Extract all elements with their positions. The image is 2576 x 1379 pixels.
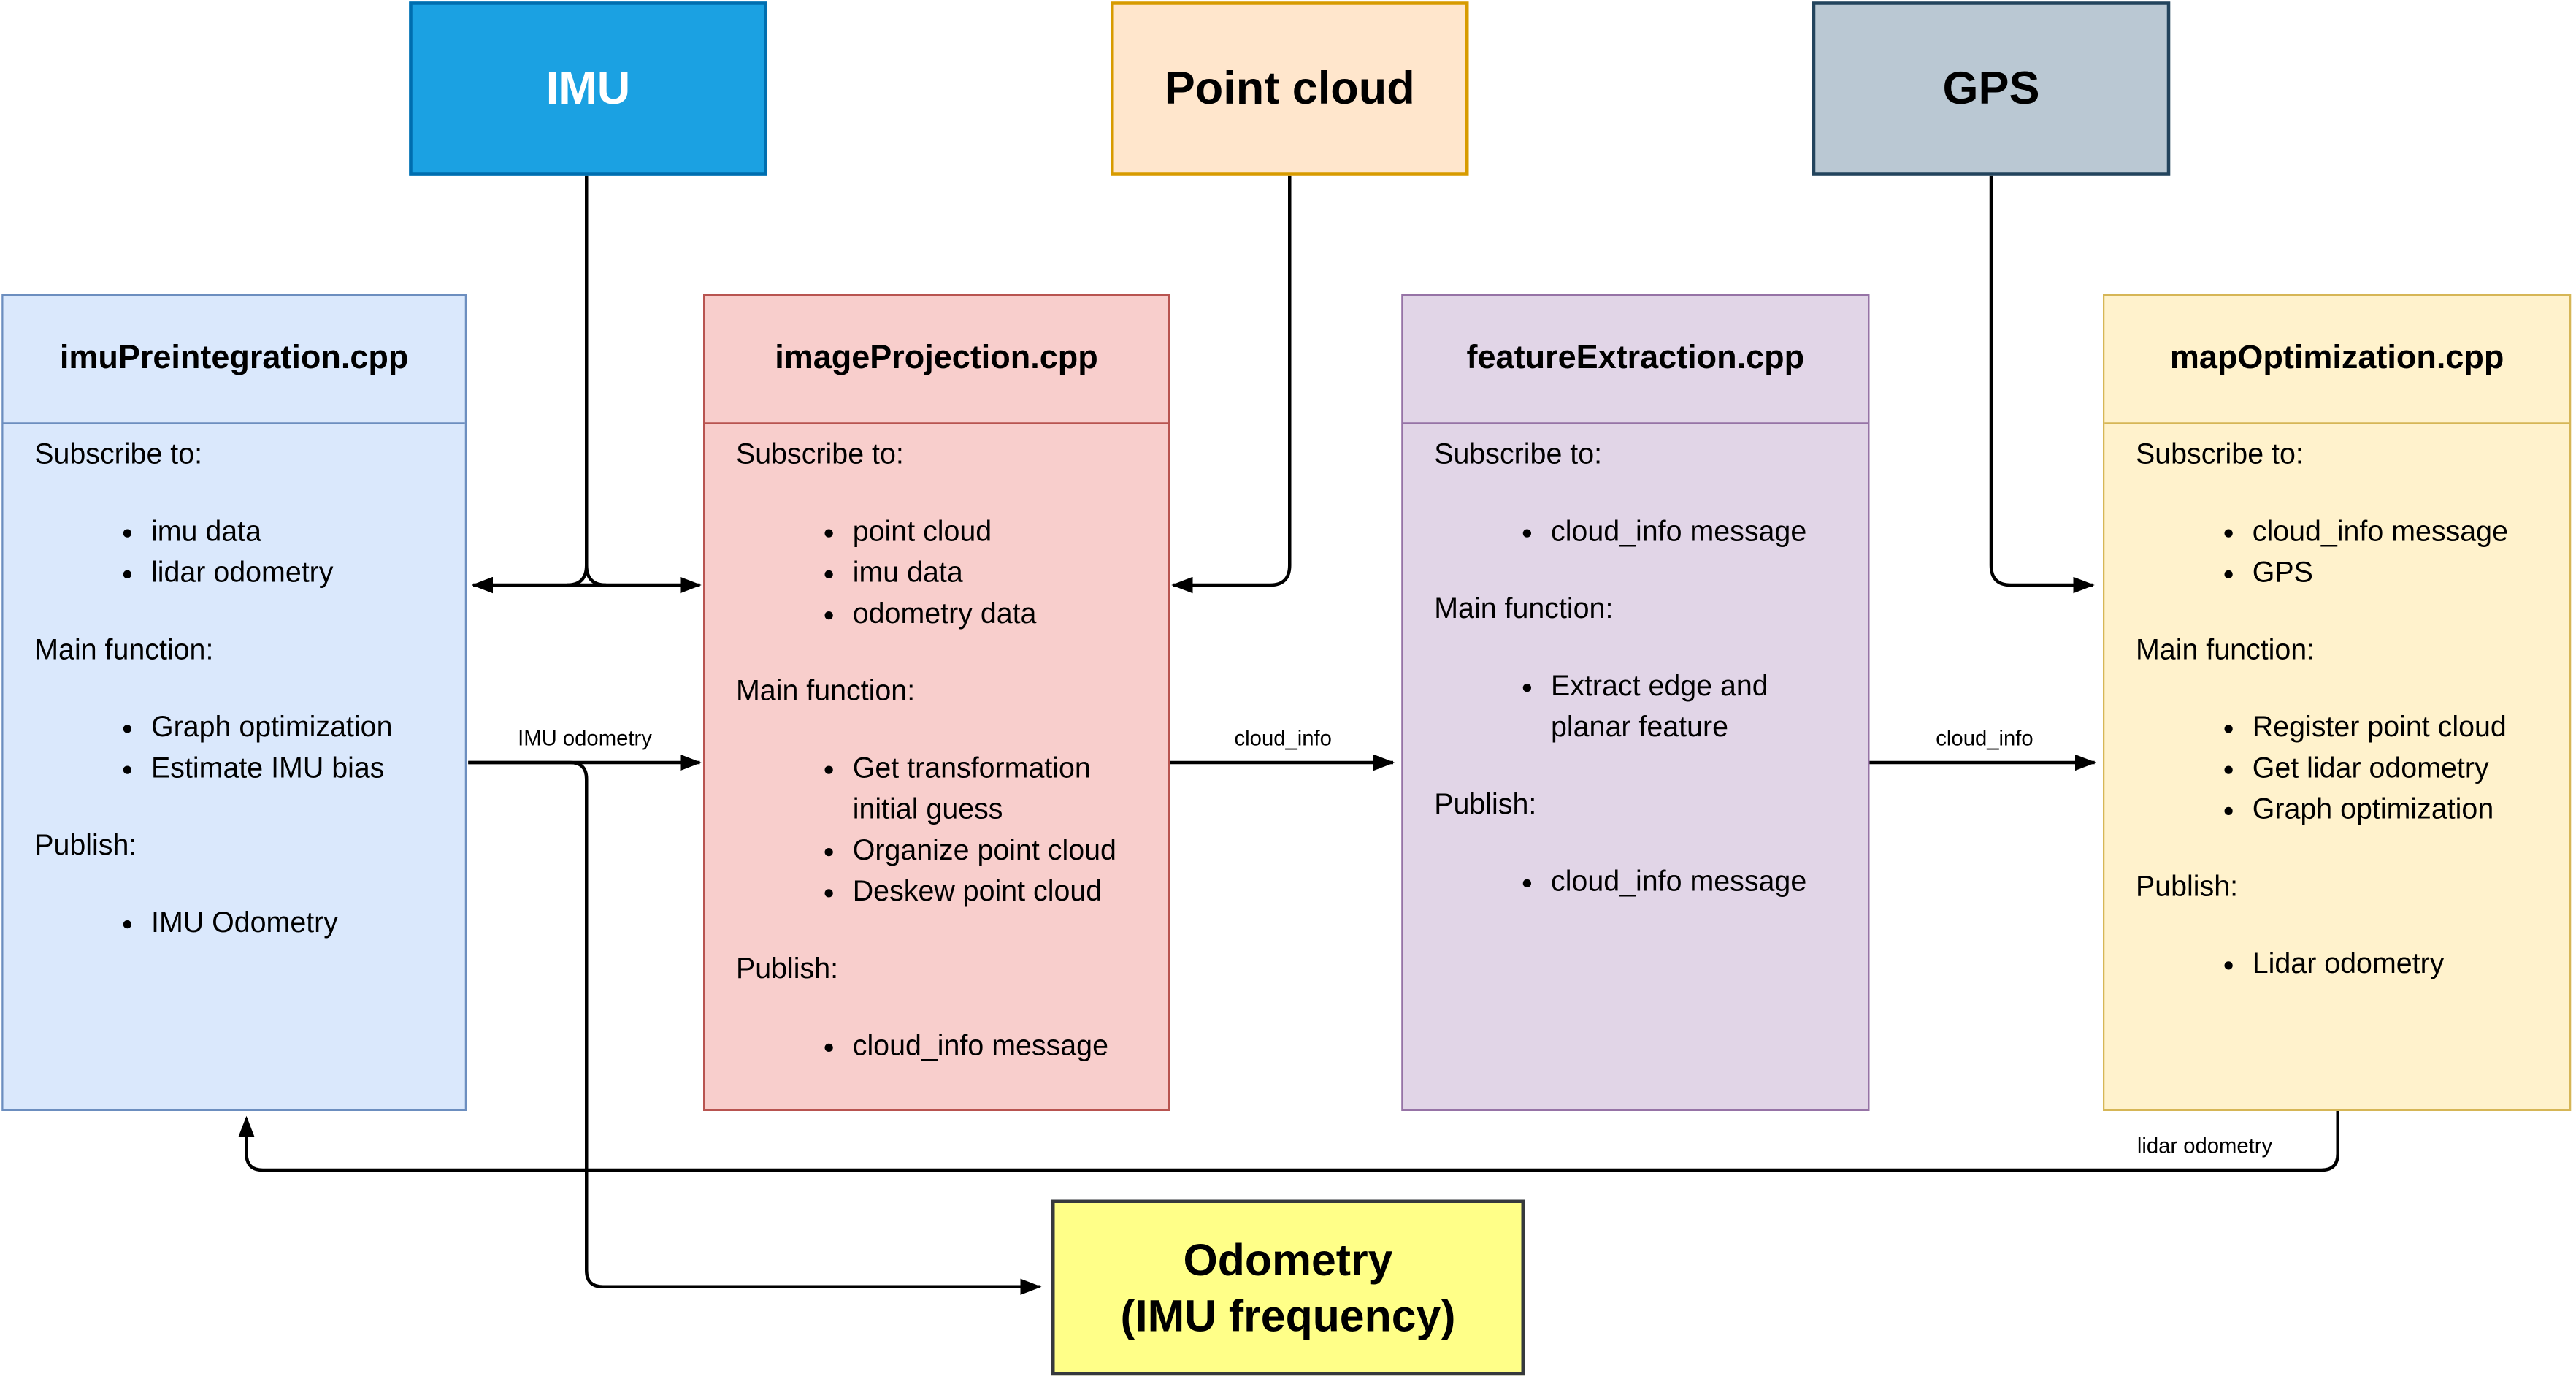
list-item: Get transformation initial guess: [853, 748, 1146, 830]
list-item: IMU Odometry: [151, 902, 442, 943]
section-list: imu data lidar odometry: [34, 511, 442, 594]
edge-label-lidar-odometry: lidar odometry: [2132, 1133, 2277, 1158]
module-body: Subscribe to: cloud_info message GPS Mai…: [2104, 424, 2569, 1021]
edge-gps-to-mapoptimization: [1989, 175, 2095, 594]
node-point-cloud: Point cloud: [1111, 1, 1469, 176]
section-list: cloud_info message: [736, 1025, 1145, 1066]
module-title: imageProjection.cpp: [705, 296, 1168, 424]
list-item: odometry data: [853, 593, 1146, 634]
section-list: Extract edge and planar feature: [1434, 665, 1845, 748]
section-list: Lidar odometry: [2136, 944, 2547, 985]
section-list: Get transformation initial guess Organiz…: [736, 748, 1145, 912]
edge-lidar-odometry-feedback: [238, 1111, 2339, 1172]
list-item: lidar odometry: [151, 552, 442, 593]
module-imageprojection: imageProjection.cpp Subscribe to: point …: [703, 294, 1170, 1111]
edge-label-cloud-info-2: cloud_info: [1931, 725, 2039, 751]
module-mapoptimization: mapOptimization.cpp Subscribe to: cloud_…: [2103, 294, 2572, 1111]
section-label: Publish:: [736, 951, 839, 985]
node-imu-label: IMU: [545, 62, 631, 114]
section-label: Subscribe to:: [736, 437, 904, 470]
section-label: Publish:: [34, 828, 137, 861]
list-item: Graph optimization: [151, 707, 442, 748]
section-list: cloud_info message GPS: [2136, 511, 2547, 594]
list-item: Organize point cloud: [853, 830, 1146, 871]
section-list: Register point cloud Get lidar odometry …: [2136, 707, 2547, 830]
section-label: Main function:: [34, 633, 214, 666]
list-item: imu data: [853, 552, 1146, 593]
section-label: Publish:: [1434, 787, 1537, 820]
section-label: Main function:: [2136, 633, 2315, 666]
edge-label-imu-odometry: IMU odometry: [513, 725, 657, 751]
node-imu: IMU: [409, 1, 767, 176]
section-label: Subscribe to:: [2136, 437, 2304, 470]
module-title: imuPreintegration.cpp: [3, 296, 465, 424]
node-point-cloud-label: Point cloud: [1164, 62, 1415, 114]
section-list: cloud_info message: [1434, 511, 1845, 552]
list-item: Graph optimization: [2253, 789, 2547, 830]
module-title: featureExtraction.cpp: [1403, 296, 1868, 424]
node-odometry-output: Odometry (IMU frequency): [1051, 1199, 1525, 1376]
list-item: Lidar odometry: [2253, 944, 2547, 985]
list-item: cloud_info message: [853, 1025, 1146, 1066]
list-item: Estimate IMU bias: [151, 748, 442, 789]
module-title: mapOptimization.cpp: [2104, 296, 2569, 424]
list-item: cloud_info message: [1551, 511, 1845, 552]
section-label: Main function:: [736, 673, 916, 707]
node-odometry-line2: (IMU frequency): [1120, 1291, 1456, 1340]
section-label: Publish:: [2136, 869, 2239, 903]
list-item: point cloud: [853, 511, 1146, 552]
list-item: imu data: [151, 511, 442, 552]
list-item: cloud_info message: [2253, 511, 2547, 552]
edge-pointcloud-to-imageprojection: [1171, 175, 1292, 594]
module-imupreintegration: imuPreintegration.cpp Subscribe to: imu …: [1, 294, 467, 1111]
edge-label-cloud-info-1: cloud_info: [1229, 725, 1337, 751]
edge-to-odometry-output: [468, 760, 1042, 1295]
node-odometry-line1: Odometry: [1183, 1234, 1393, 1285]
section-list: point cloud imu data odometry data: [736, 511, 1145, 635]
edge-imu-junction-left: [567, 565, 589, 587]
list-item: Extract edge and planar feature: [1551, 665, 1845, 748]
list-item: cloud_info message: [1551, 861, 1845, 902]
section-list: Graph optimization Estimate IMU bias: [34, 707, 442, 790]
list-item: Deskew point cloud: [853, 871, 1146, 912]
module-body: Subscribe to: point cloud imu data odome…: [705, 424, 1168, 1103]
module-featureextraction: featureExtraction.cpp Subscribe to: clou…: [1401, 294, 1870, 1111]
section-label: Subscribe to:: [34, 437, 203, 470]
section-list: cloud_info message: [1434, 861, 1845, 902]
section-label: Subscribe to:: [1434, 437, 1603, 470]
module-body: Subscribe to: imu data lidar odometry Ma…: [4, 424, 465, 980]
module-body: Subscribe to: cloud_info message Main fu…: [1403, 424, 1868, 939]
section-label: Main function:: [1434, 592, 1614, 624]
list-item: Get lidar odometry: [2253, 748, 2547, 789]
list-item: GPS: [2253, 552, 2547, 593]
edge-imu-junction-right: [585, 565, 607, 587]
list-item: Register point cloud: [2253, 707, 2547, 748]
node-gps-label: GPS: [1942, 62, 2040, 114]
node-gps: GPS: [1812, 1, 2171, 176]
section-list: IMU Odometry: [34, 902, 442, 943]
